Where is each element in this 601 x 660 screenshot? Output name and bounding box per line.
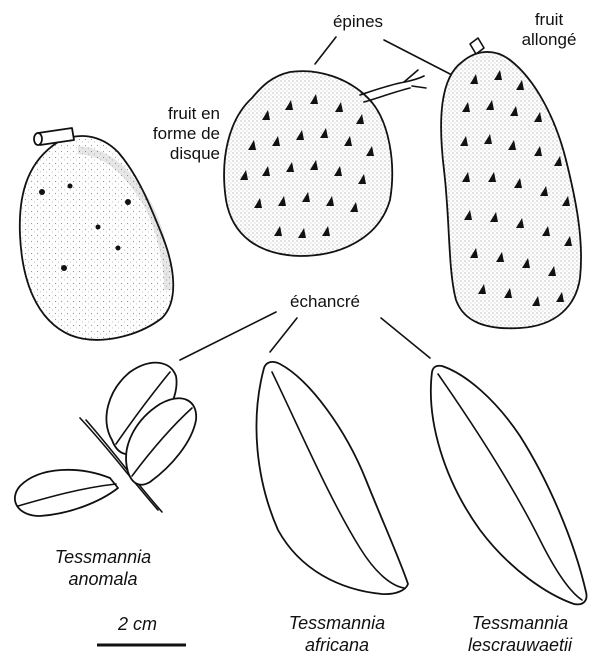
leaf-africana-drawing [256,362,408,594]
spiny-fruit-drawing [224,70,426,256]
leader-notched-lescrauwaetii [381,318,430,358]
leaf-anomala-drawing [15,363,196,516]
species-epithet: africana [262,634,412,656]
label-notched: échancré [270,292,380,312]
leaf-lescrauwaetii-drawing [431,366,587,605]
species-label-africana: Tessmannia africana [262,612,412,656]
species-label-anomala: Tessmannia anomala [28,546,178,590]
leader-notched-anomala [180,312,276,360]
species-genus: Tessmannia [440,612,600,634]
leader-notched-africana [270,318,297,352]
label-spines: épines [308,12,408,32]
label-disc-fruit: fruit en forme de disque [128,104,220,164]
species-genus: Tessmannia [28,546,178,568]
leader-spines-left [315,37,336,64]
species-label-lescrauwaetii: Tessmannia lescrauwaetii [440,612,600,656]
elongated-fruit-drawing [441,38,581,328]
species-genus: Tessmannia [262,612,412,634]
species-epithet: anomala [28,568,178,590]
species-epithet: lescrauwaetii [440,634,600,656]
label-elongated-fruit: fruit allongé [510,10,588,50]
scale-bar-label: 2 cm [118,614,157,635]
